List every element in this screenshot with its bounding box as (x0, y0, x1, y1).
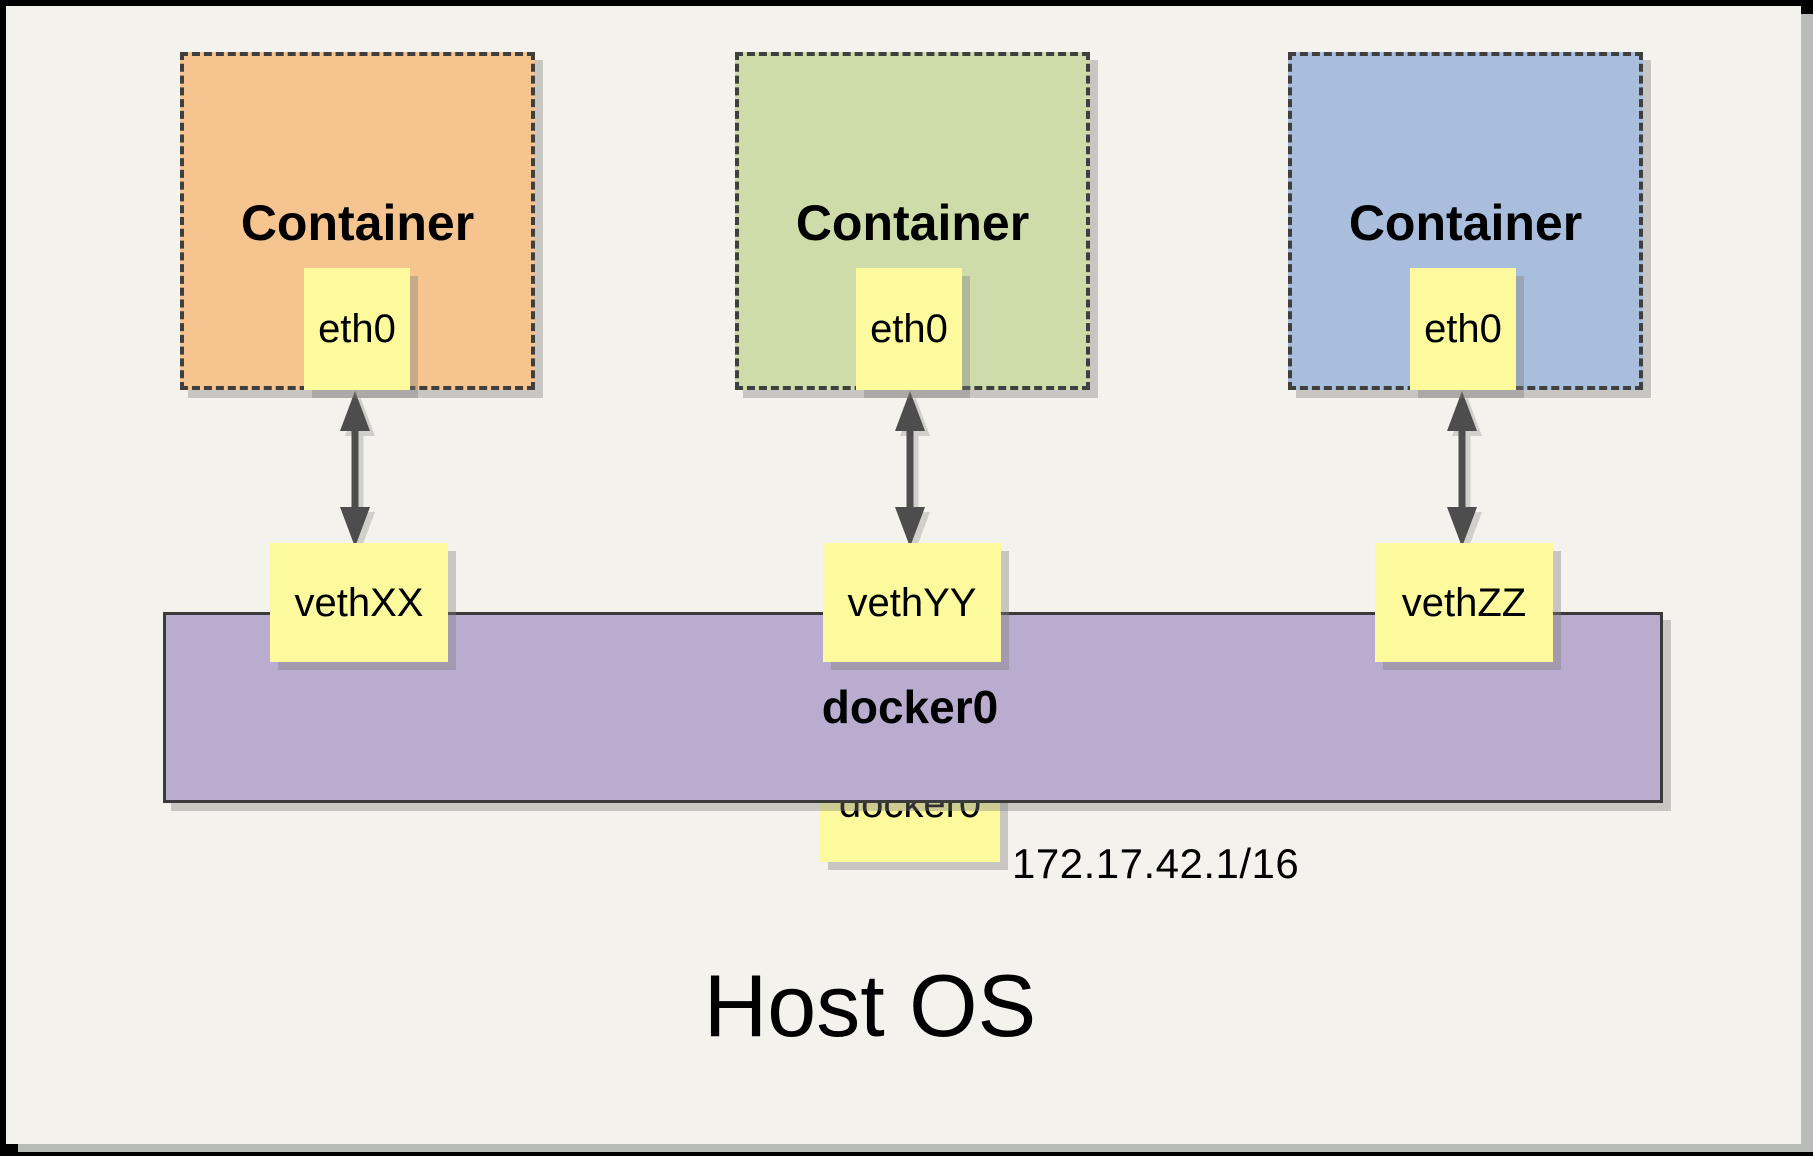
eth0-box-1: eth0 (304, 268, 410, 390)
vethxx-box: vethXX (270, 543, 448, 662)
docker0-bridge-label: docker0 (821, 681, 999, 733)
eth0-label-2: eth0 (870, 307, 948, 351)
vethyy-box: vethYY (823, 543, 1001, 662)
eth0-label-3: eth0 (1424, 307, 1502, 351)
bridge-ip-label: 172.17.42.1/16 (1012, 840, 1300, 887)
container-box-1: Container (180, 52, 535, 390)
veth-arrow-2-icon (895, 391, 925, 547)
vethyy-label: vethYY (847, 580, 977, 625)
eth0-label-1: eth0 (318, 307, 396, 351)
container-2-label: Container (795, 195, 1030, 251)
eth0-box-3: eth0 (1410, 268, 1516, 390)
container-3-label: Container (1348, 195, 1583, 251)
veth-arrow-3-icon (1447, 391, 1477, 547)
veth-arrow-1-icon (340, 391, 370, 547)
eth0-box-2: eth0 (856, 268, 962, 390)
host-os-label: Host OS (703, 956, 1037, 1055)
vethzz-label: vethZZ (1401, 580, 1527, 625)
vethzz-box: vethZZ (1375, 543, 1553, 662)
vethxx-label: vethXX (294, 580, 424, 625)
container-1-label: Container (240, 195, 475, 251)
